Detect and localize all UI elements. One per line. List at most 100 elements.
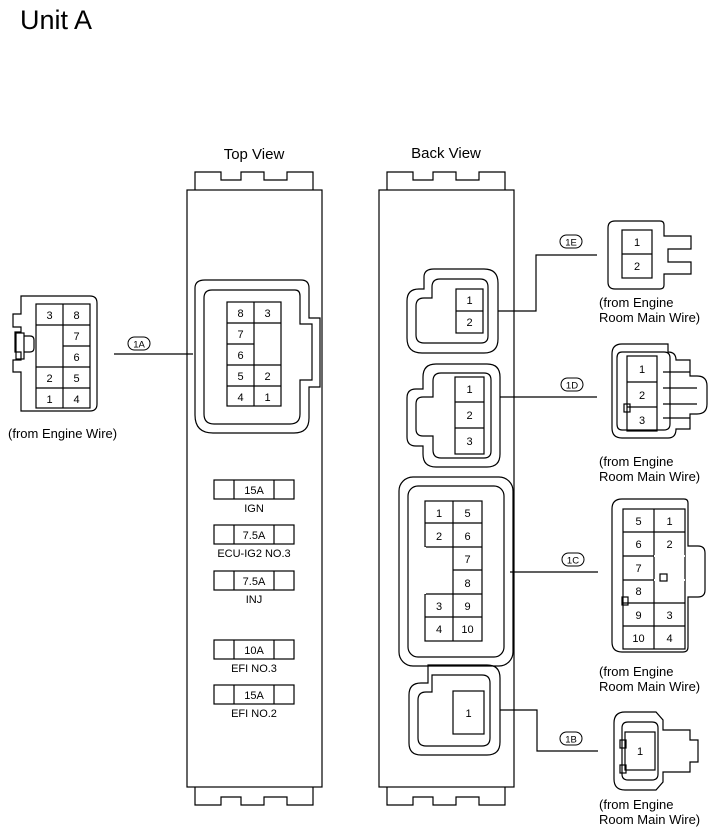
socket-1b-back: 1 <box>408 664 501 756</box>
socket-1c-pin: 5 <box>464 508 470 520</box>
plug-1b-pin: 1 <box>637 746 643 758</box>
socket-1c-pin: 7 <box>464 554 470 566</box>
socket-1c-pin: 9 <box>464 601 470 613</box>
plug-1c-pin: 7 <box>635 563 641 575</box>
plug-1a-pin: 4 <box>73 394 79 406</box>
plug-1d-source-line1: (from Engine <box>599 454 673 469</box>
badge-1c-label: 1C <box>567 556 579 567</box>
plug-1d: 1 2 3 <box>611 343 708 439</box>
plug-1c-pin: 4 <box>666 633 672 645</box>
badge-1d-label: 1D <box>566 381 578 392</box>
page-title: Unit A <box>20 5 93 35</box>
plug-1c-pin: 9 <box>635 610 641 622</box>
socket-1a-pin: 2 <box>264 371 270 383</box>
fuse-ign: 15A IGN <box>213 479 295 515</box>
socket-1c-back: 1 5 2 6 7 8 3 9 4 10 <box>398 476 514 667</box>
socket-1a-pin: 7 <box>237 329 243 341</box>
back-view-unit <box>378 171 515 806</box>
plug-1e-source-line2: Room Main Wire) <box>599 310 700 325</box>
top-view-label: Top View <box>224 146 285 163</box>
plug-1a-pin: 1 <box>46 394 52 406</box>
plug-1a: 3 8 7 6 2 5 1 4 <box>12 295 98 412</box>
socket-1c-pin: 10 <box>461 624 473 636</box>
plug-1a-pin: 5 <box>73 373 79 385</box>
fuse-name: EFI NO.3 <box>231 663 277 675</box>
plug-1b: 1 <box>613 711 699 791</box>
socket-1a-top: 8 3 7 6 5 2 4 1 <box>194 279 321 434</box>
socket-1c-pin: 3 <box>436 601 442 613</box>
plug-1c-pin: 6 <box>635 539 641 551</box>
plug-1d-pin: 3 <box>639 415 645 427</box>
badge-1d: 1D <box>560 377 584 392</box>
socket-1a-pin: 3 <box>264 308 270 320</box>
plug-1e-pin: 1 <box>634 237 640 249</box>
plug-1e-source-line1: (from Engine <box>599 295 673 310</box>
plug-1c-pin: 2 <box>666 539 672 551</box>
plug-1c-pin: 10 <box>632 633 644 645</box>
socket-1a-pin: 4 <box>237 392 243 404</box>
plug-1d-pin: 2 <box>639 390 645 402</box>
fuse-name: INJ <box>246 594 263 606</box>
socket-1c-pin: 8 <box>464 578 470 590</box>
badge-1e: 1E <box>559 234 583 249</box>
fuse-name: IGN <box>244 503 264 515</box>
leader-line-1b <box>500 709 598 752</box>
plug-1c-source-line2: Room Main Wire) <box>599 679 700 694</box>
fuse-inj: 7.5A INJ <box>213 570 295 606</box>
plug-1b-source-line1: (from Engine <box>599 797 673 812</box>
fuse-rating: 7.5A <box>243 576 266 588</box>
socket-1d-back: 1 2 3 <box>406 363 501 468</box>
fuse-rating: 10A <box>244 645 264 657</box>
plug-1a-pin: 6 <box>73 352 79 364</box>
plug-1d-pin: 1 <box>639 364 645 376</box>
badge-1c: 1C <box>561 552 585 567</box>
plug-1c-source-line1: (from Engine <box>599 664 673 679</box>
plug-1e-pin: 2 <box>634 261 640 273</box>
fuse-rating: 15A <box>244 690 264 702</box>
fuse-rating: 7.5A <box>243 530 266 542</box>
badge-1b-label: 1B <box>565 735 577 746</box>
plug-1a-pin: 8 <box>73 310 79 322</box>
socket-1a-pin: 8 <box>237 308 243 320</box>
badge-1b: 1B <box>559 731 583 746</box>
socket-1d-pin: 1 <box>466 384 472 396</box>
plug-1c: 5 1 6 2 7 8 9 3 10 4 <box>611 498 706 653</box>
socket-1d-pin: 3 <box>466 436 472 448</box>
socket-1d-pin: 2 <box>466 410 472 422</box>
fuse-efi-no2: 15A EFI NO.2 <box>213 684 295 720</box>
back-view-label: Back View <box>411 145 481 162</box>
badge-1a: 1A <box>127 336 151 351</box>
badge-1e-label: 1E <box>565 238 577 249</box>
plug-1a-source: (from Engine Wire) <box>8 426 117 441</box>
plug-1c-pin: 5 <box>635 516 641 528</box>
plug-1d-source-line2: Room Main Wire) <box>599 469 700 484</box>
socket-1a-pin: 6 <box>237 350 243 362</box>
plug-1a-pin: 3 <box>46 310 52 322</box>
socket-1c-pin: 1 <box>436 508 442 520</box>
plug-1a-pin: 2 <box>46 373 52 385</box>
fuse-ecu-ig2-no3: 7.5A ECU-IG2 NO.3 <box>213 524 295 560</box>
socket-1a-pin: 1 <box>264 392 270 404</box>
plug-1c-pin: 3 <box>666 610 672 622</box>
socket-1b-pin: 1 <box>465 708 471 720</box>
socket-1c-pin: 6 <box>464 531 470 543</box>
socket-1e-back: 1 2 <box>406 268 499 354</box>
fuse-name: EFI NO.2 <box>231 708 277 720</box>
socket-1a-pin: 5 <box>237 371 243 383</box>
fuse-rating: 15A <box>244 485 264 497</box>
plug-1a-pin: 7 <box>73 331 79 343</box>
plug-1c-pin: 1 <box>666 516 672 528</box>
socket-1e-pin: 1 <box>466 295 472 307</box>
leader-line-1e <box>498 254 597 312</box>
socket-1c-pin: 2 <box>436 531 442 543</box>
fuse-efi-no3: 10A EFI NO.3 <box>213 639 295 675</box>
badge-1a-label: 1A <box>133 340 145 351</box>
plug-1b-source-line2: Room Main Wire) <box>599 812 700 827</box>
socket-1e-pin: 2 <box>466 317 472 329</box>
top-view-unit <box>186 171 323 806</box>
plug-1c-pin: 8 <box>635 586 641 598</box>
socket-1c-pin: 4 <box>436 624 442 636</box>
plug-1e: 1 2 <box>607 220 692 290</box>
fuse-name: ECU-IG2 NO.3 <box>217 548 290 560</box>
